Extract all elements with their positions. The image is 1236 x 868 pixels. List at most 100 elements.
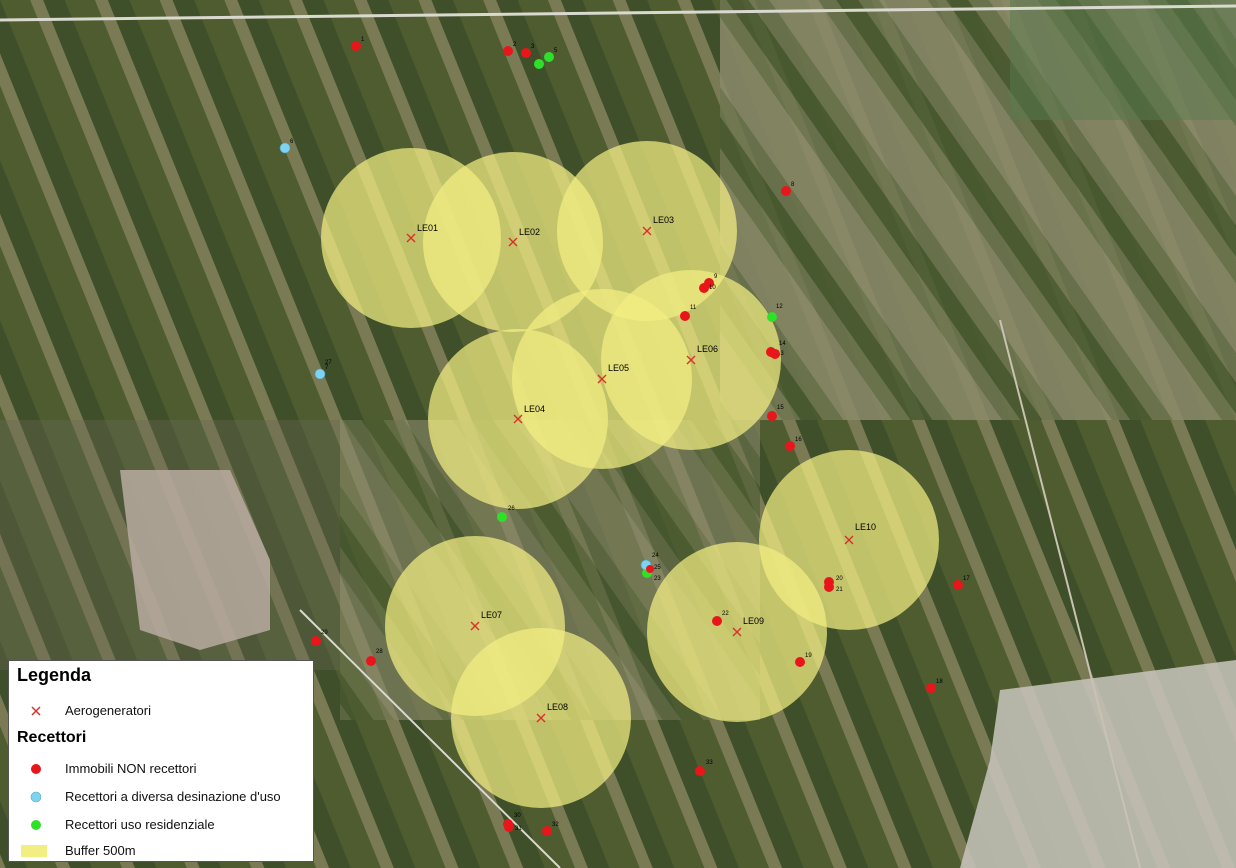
receptor-label: 14 <box>779 341 786 347</box>
receptor-3[interactable]: 3 <box>521 44 535 58</box>
receptor-21[interactable]: 21 <box>824 582 843 593</box>
turbine-le07[interactable]: LE07 <box>470 610 502 631</box>
receptor-29[interactable]: 29 <box>311 630 328 646</box>
map-legend: Legenda Aerogeneratori Recettori Immobil… <box>8 660 314 862</box>
legend-section-recettori: Recettori <box>17 729 87 746</box>
turbine-label: LE10 <box>855 522 876 532</box>
receptor-10[interactable]: 10 <box>699 283 716 293</box>
receptor-14[interactable]: 14 <box>770 341 786 359</box>
receptor-19[interactable]: 19 <box>795 653 812 667</box>
receptor-2[interactable]: 2 <box>503 42 517 56</box>
receptor-label: 18 <box>936 679 943 685</box>
receptor-label: 8 <box>791 182 795 188</box>
turbine-label: LE06 <box>697 344 718 354</box>
receptor-label: 15 <box>777 405 784 411</box>
receptor-label: 19 <box>805 653 812 659</box>
turbine-le05[interactable]: LE05 <box>597 363 629 384</box>
receptor-27[interactable]: 27 <box>325 360 332 366</box>
turbine-label: LE08 <box>547 702 568 712</box>
legend-label: Aerogeneratori <box>65 703 151 718</box>
receptor-31[interactable]: 31 <box>504 822 522 832</box>
receptor-12[interactable]: 12 <box>767 304 783 322</box>
receptor-label: 26 <box>508 506 515 512</box>
turbine-label: LE01 <box>417 223 438 233</box>
receptor-label: 28 <box>376 649 383 655</box>
red-dot-icon <box>31 764 41 774</box>
legend-item-non-recettori: Immobili NON recettori <box>9 759 309 779</box>
green-dot-icon <box>31 820 41 830</box>
turbine-le01[interactable]: LE01 <box>406 223 438 243</box>
secondary-road <box>299 609 561 868</box>
receptor-label: 3 <box>531 44 535 50</box>
legend-item-uso-residenziale: Recettori uso residenziale <box>9 815 309 835</box>
receptor-label: 6 <box>290 139 294 145</box>
receptor-25[interactable]: 25 <box>646 565 661 573</box>
receptor-label: 5 <box>554 48 558 54</box>
turbine-label: LE09 <box>743 616 764 626</box>
receptor-label: 10 <box>709 285 716 291</box>
receptor-label: 32 <box>552 822 559 828</box>
turbine-le10[interactable]: LE10 <box>844 522 876 545</box>
receptor-label: 27 <box>325 360 332 366</box>
receptor-16[interactable]: 16 <box>785 437 802 451</box>
receptor-label: 24 <box>652 553 659 559</box>
legend-item-buffer: Buffer 500m <box>9 841 309 861</box>
receptor-28[interactable]: 28 <box>366 649 383 666</box>
receptor-label: 21 <box>836 587 843 593</box>
receptor-26[interactable]: 26 <box>497 506 515 522</box>
turbine-le08[interactable]: LE08 <box>536 702 568 723</box>
receptor-5[interactable]: 5 <box>544 48 558 62</box>
receptor-label: 33 <box>706 760 713 766</box>
turbine-label: LE03 <box>653 215 674 225</box>
turbine-label: LE05 <box>608 363 629 373</box>
receptor-18[interactable]: 18 <box>926 679 943 693</box>
receptor-32[interactable]: 32 <box>542 822 559 836</box>
turbine-x-icon <box>31 706 41 716</box>
turbine-le06[interactable]: LE06 <box>686 344 718 365</box>
turbine-layer: LE01 LE02 LE03 LE04 LE05 LE06 LE07 LE08 <box>406 215 876 723</box>
receptor-7[interactable]: 7 <box>314 365 329 380</box>
legend-label: Recettori a diversa desinazione d'uso <box>65 789 281 804</box>
receptor-17[interactable]: 17 <box>953 576 970 590</box>
receptor-6[interactable]: 6 <box>279 139 294 154</box>
receptor-label: 29 <box>321 630 328 636</box>
buffer-swatch-icon <box>21 845 47 857</box>
legend-item-aerogeneratori: Aerogeneratori <box>9 701 309 721</box>
receptor-label: 31 <box>515 826 522 832</box>
receptor-label: 30 <box>514 813 521 819</box>
receptor-22[interactable]: 22 <box>712 611 729 626</box>
legend-title: Legenda <box>17 665 92 685</box>
turbine-label: LE07 <box>481 610 502 620</box>
receptor-33[interactable]: 33 <box>695 760 713 776</box>
receptor-label: 12 <box>776 304 783 310</box>
receptor-15[interactable]: 15 <box>767 405 784 421</box>
receptor-label: 1 <box>361 37 365 43</box>
receptor-label: 9 <box>714 274 718 280</box>
rural-road <box>999 319 1141 868</box>
receptor-label: 7 <box>325 365 329 371</box>
legend-item-diversa-destinazione: Recettori a diversa desinazione d'uso <box>9 787 309 807</box>
receptor-layer: 1 2 3 4 5 6 7 8 9 10 11 12 13 14 15 16 1… <box>279 37 970 836</box>
turbine-le04[interactable]: LE04 <box>513 404 545 424</box>
receptor-label: 11 <box>690 305 697 311</box>
turbine-le02[interactable]: LE02 <box>508 227 540 247</box>
receptor-1[interactable]: 1 <box>351 37 365 51</box>
light-blue-dot-icon <box>30 791 42 803</box>
receptor-label: 13 <box>777 351 784 357</box>
receptor-8[interactable]: 8 <box>781 182 795 196</box>
turbine-label: LE02 <box>519 227 540 237</box>
legend-label: Recettori uso residenziale <box>65 817 215 832</box>
main-road <box>0 4 1236 22</box>
receptor-label: 17 <box>963 576 970 582</box>
receptor-11[interactable]: 11 <box>680 305 697 321</box>
receptor-label: 25 <box>654 565 661 571</box>
receptor-label: 23 <box>654 576 661 582</box>
turbine-le03[interactable]: LE03 <box>642 215 674 236</box>
legend-label: Immobili NON recettori <box>65 761 197 776</box>
receptor-label: 2 <box>513 42 517 48</box>
receptor-label: 22 <box>722 611 729 617</box>
quarry-area <box>960 660 1236 868</box>
turbine-le09[interactable]: LE09 <box>732 616 764 637</box>
receptor-label: 20 <box>836 576 843 582</box>
